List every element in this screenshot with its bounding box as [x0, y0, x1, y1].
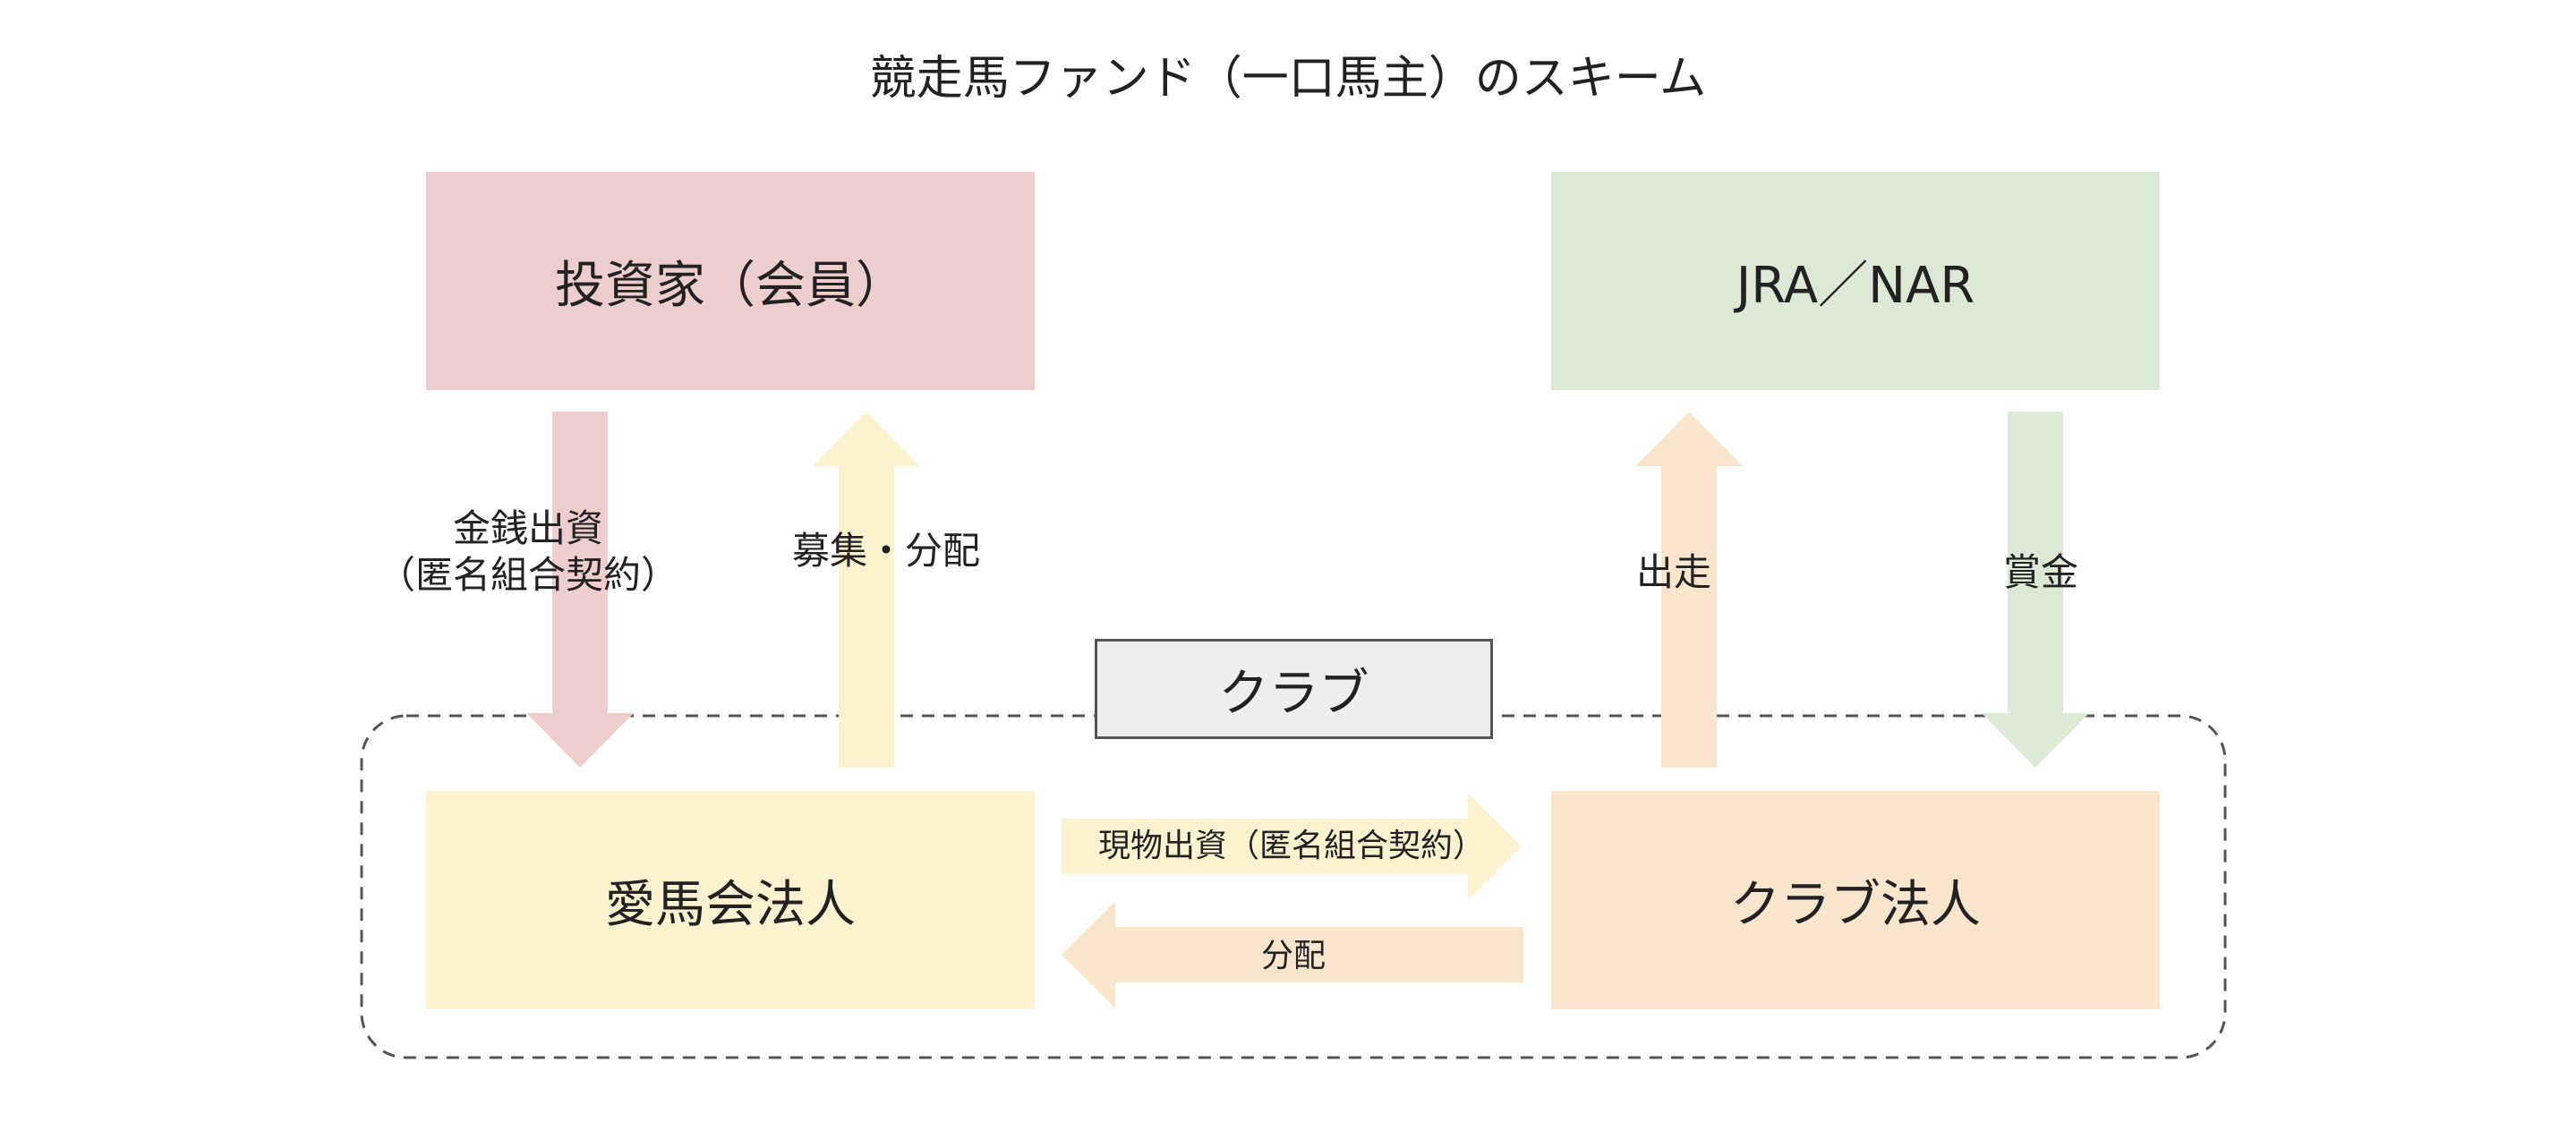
arrow-recruit-distribution	[813, 412, 920, 768]
label-race-entry: 出走	[1635, 550, 1711, 594]
label-distribution: 分配	[1260, 938, 1326, 974]
node-aibakai-corp: 愛馬会法人	[426, 791, 1035, 1009]
node-club-label: クラブ	[1095, 639, 1493, 739]
node-club-corp: クラブ法人	[1551, 791, 2160, 1009]
arrow-distribution	[1062, 901, 1523, 1008]
arrow-prize	[1982, 412, 2089, 768]
label-prize: 賞金	[2002, 550, 2078, 594]
node-jra-nar: JRA／NAR	[1551, 172, 2160, 390]
arrow-race-entry	[1635, 412, 1743, 768]
label-inkind-investment: 現物出資（匿名組合契約）	[1097, 828, 1485, 864]
node-investor: 投資家（会員）	[426, 172, 1035, 390]
arrow-inkind-investment	[1062, 793, 1522, 900]
arrow-money-investment	[526, 412, 634, 768]
diagram-title: 競走馬ファンド（一口馬主）のスキーム	[869, 52, 1707, 106]
label-recruit-distribution: 募集・分配	[791, 529, 980, 573]
label-money-investment: 金銭出資 （匿名組合契約）	[377, 506, 678, 597]
